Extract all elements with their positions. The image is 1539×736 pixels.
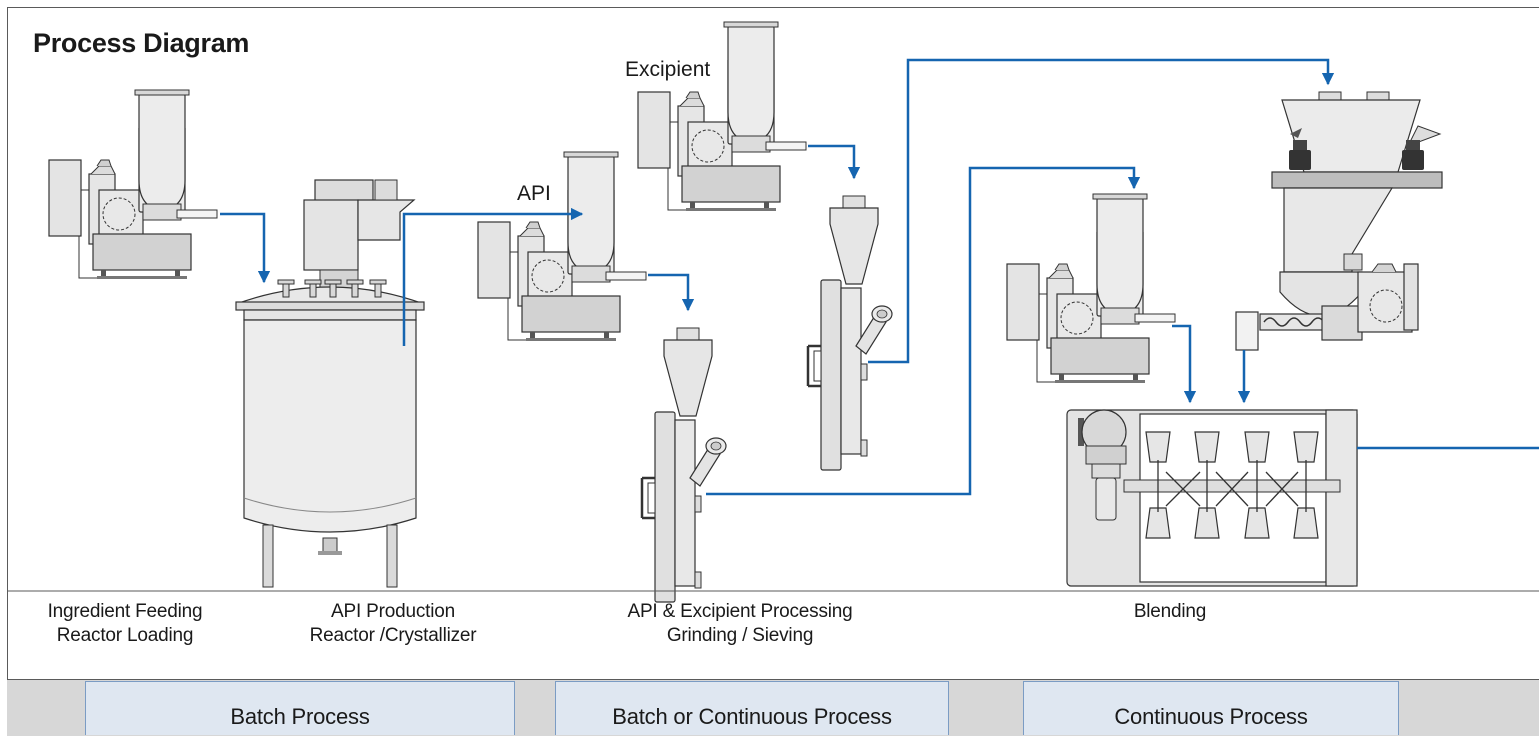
stage-blending: Blending	[1110, 600, 1230, 624]
continuous-process-box: Continuous Process	[1023, 681, 1399, 735]
stage-line: Grinding / Sieving	[666, 625, 814, 646]
blender-icon	[1066, 409, 1358, 587]
excipient-label: Excipient	[625, 58, 710, 81]
blend-feeder-icon	[1006, 193, 1176, 384]
stage-line: Ingredient Feeding	[47, 601, 203, 622]
batch-process-box: Batch Process	[85, 681, 515, 735]
flow-lines	[220, 58, 1539, 496]
api-feeder-icon	[477, 151, 647, 342]
batch-or-continuous-process-box: Batch or Continuous Process	[555, 681, 949, 735]
api-label: API	[517, 182, 551, 205]
stage-line: Reactor Loading	[56, 625, 194, 646]
stage-ingredient-feeding: Ingredient Feeding Reactor Loading	[40, 600, 210, 648]
stage-line: API & Excipient Processing	[627, 601, 853, 622]
api-mill-icon	[640, 326, 728, 604]
stage-line: API Production	[331, 601, 455, 622]
stage-line: Reactor /Crystallizer	[309, 625, 477, 646]
ingredient-feeder-icon	[48, 89, 218, 280]
stage-api-excipient-processing: API & Excipient Processing Grinding / Si…	[590, 600, 890, 648]
reactor-icon	[235, 179, 425, 588]
excipient-feeder-icon	[637, 21, 807, 212]
excipient-mill-icon	[806, 194, 894, 472]
stage-api-production: API Production Reactor /Crystallizer	[283, 600, 503, 648]
cone-hopper-icon	[1235, 91, 1443, 351]
stage-line: Blending	[1133, 601, 1207, 622]
diagram-title: Process Diagram	[33, 28, 250, 58]
